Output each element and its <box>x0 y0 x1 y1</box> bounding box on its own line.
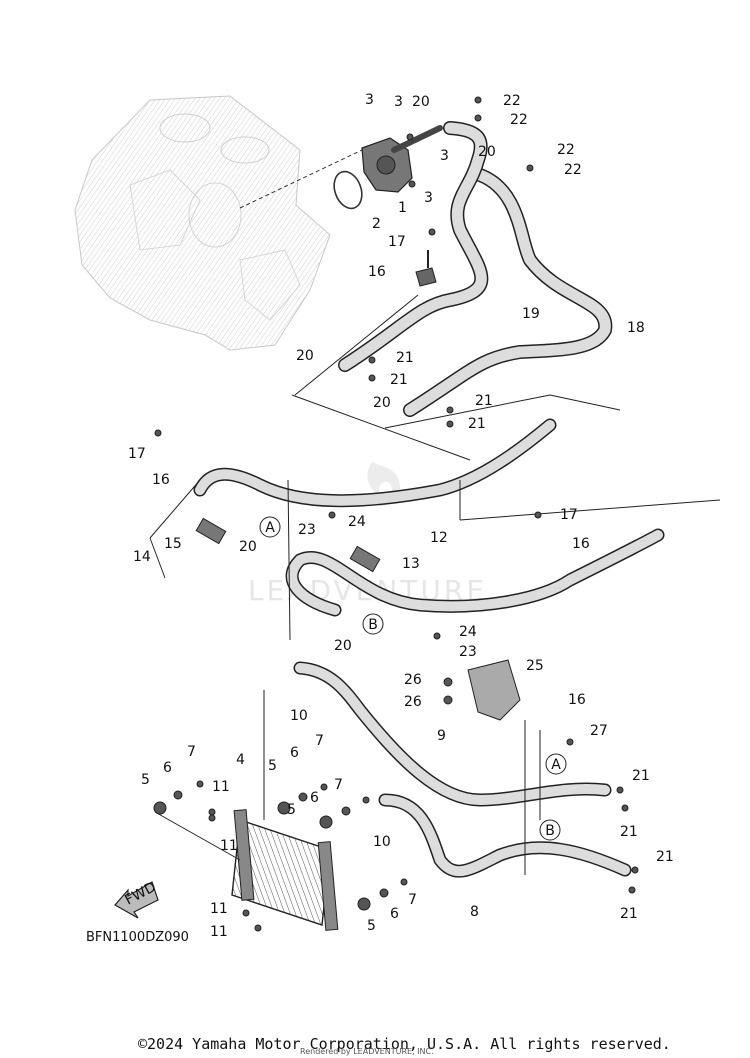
diagram-code: BFN1100DZ090 <box>86 930 189 945</box>
label-26: 26 <box>404 694 422 710</box>
engine-block <box>74 95 331 351</box>
label-22: 22 <box>510 112 528 128</box>
label-21: 21 <box>468 416 486 432</box>
label-23: 23 <box>459 644 477 660</box>
label-3: 3 <box>440 148 449 164</box>
svg-text:B: B <box>368 617 378 633</box>
label-14: 14 <box>133 549 151 565</box>
label-17: 17 <box>388 234 406 250</box>
callout-a-2: A <box>545 753 567 775</box>
label-22: 22 <box>564 162 582 178</box>
label-5: 5 <box>141 772 150 788</box>
label-4: 4 <box>236 752 245 768</box>
bracket-25 <box>467 659 521 721</box>
leader-lines <box>149 294 721 875</box>
svg-text:B: B <box>545 823 555 839</box>
callout-b-2: B <box>539 819 561 841</box>
label-1: 1 <box>398 200 407 216</box>
label-20: 20 <box>334 638 352 654</box>
fasteners <box>153 96 639 932</box>
label-21: 21 <box>656 849 674 865</box>
label-26: 26 <box>404 672 422 688</box>
label-12: 12 <box>430 530 448 546</box>
label-16: 16 <box>568 692 586 708</box>
label-5: 5 <box>367 918 376 934</box>
water-pump-cover <box>361 125 443 193</box>
label-20: 20 <box>412 94 430 110</box>
hose-9 <box>293 661 612 807</box>
hose-mid-upper <box>193 418 557 508</box>
callout-a-1: A <box>259 516 281 538</box>
label-5: 5 <box>268 758 277 774</box>
label-2: 2 <box>372 216 381 232</box>
label-10: 10 <box>290 708 308 724</box>
label-20: 20 <box>239 539 257 555</box>
label-7: 7 <box>315 733 324 749</box>
label-21: 21 <box>632 768 650 784</box>
callout-b-1: B <box>362 613 384 635</box>
label-17: 17 <box>560 507 578 523</box>
label-3: 3 <box>394 94 403 110</box>
label-21: 21 <box>396 350 414 366</box>
label-3: 3 <box>365 92 374 108</box>
label-24: 24 <box>459 624 477 640</box>
clamp-16-top <box>415 250 437 287</box>
o-ring-gasket <box>333 170 363 210</box>
label-19: 19 <box>522 306 540 322</box>
label-21: 21 <box>390 372 408 388</box>
label-11: 11 <box>210 901 228 917</box>
label-16: 16 <box>368 264 386 280</box>
label-6: 6 <box>290 745 299 761</box>
svg-text:A: A <box>551 757 561 773</box>
label-15: 15 <box>164 536 182 552</box>
label-20: 20 <box>296 348 314 364</box>
label-3: 3 <box>424 190 433 206</box>
label-8: 8 <box>470 904 479 920</box>
label-18: 18 <box>627 320 645 336</box>
label-11: 11 <box>220 838 238 854</box>
label-11: 11 <box>210 924 228 940</box>
hose-8 <box>378 793 632 878</box>
hose-mid-lower <box>285 528 665 617</box>
label-20: 20 <box>373 395 391 411</box>
label-25: 25 <box>526 658 544 674</box>
label-17: 17 <box>128 446 146 462</box>
label-24: 24 <box>348 514 366 530</box>
label-16: 16 <box>152 472 170 488</box>
label-21: 21 <box>620 906 638 922</box>
oil-cooler <box>231 809 339 931</box>
hose-18 <box>403 168 613 417</box>
label-21: 21 <box>475 393 493 409</box>
label-27: 27 <box>590 723 608 739</box>
label-7: 7 <box>408 892 417 908</box>
hose-joint-13 <box>349 545 381 573</box>
label-22: 22 <box>557 142 575 158</box>
label-13: 13 <box>402 556 420 572</box>
label-6: 6 <box>310 790 319 806</box>
hose-19 <box>338 121 489 372</box>
label-23: 23 <box>298 522 316 538</box>
label-16: 16 <box>572 536 590 552</box>
fwd-arrow-icon: FWD <box>114 879 159 919</box>
label-22: 22 <box>503 93 521 109</box>
label-7: 7 <box>187 744 196 760</box>
rendered-by: Rendered by LEADVENTURE, INC. <box>300 1047 434 1056</box>
label-5: 5 <box>287 802 296 818</box>
label-6: 6 <box>163 760 172 776</box>
label-7: 7 <box>334 777 343 793</box>
copyright-notice: ©2024 Yamaha Motor Corporation, U.S.A. A… <box>138 1035 671 1053</box>
label-10: 10 <box>373 834 391 850</box>
label-6: 6 <box>390 906 399 922</box>
label-20: 20 <box>478 144 496 160</box>
label-21: 21 <box>620 824 638 840</box>
label-9: 9 <box>437 728 446 744</box>
label-11: 11 <box>212 779 230 795</box>
svg-text:A: A <box>265 520 275 536</box>
part-labels: 1 2 3 3 3 3 20 20 22 22 22 22 17 16 19 1… <box>128 92 674 940</box>
hose-joint-15 <box>195 517 227 545</box>
